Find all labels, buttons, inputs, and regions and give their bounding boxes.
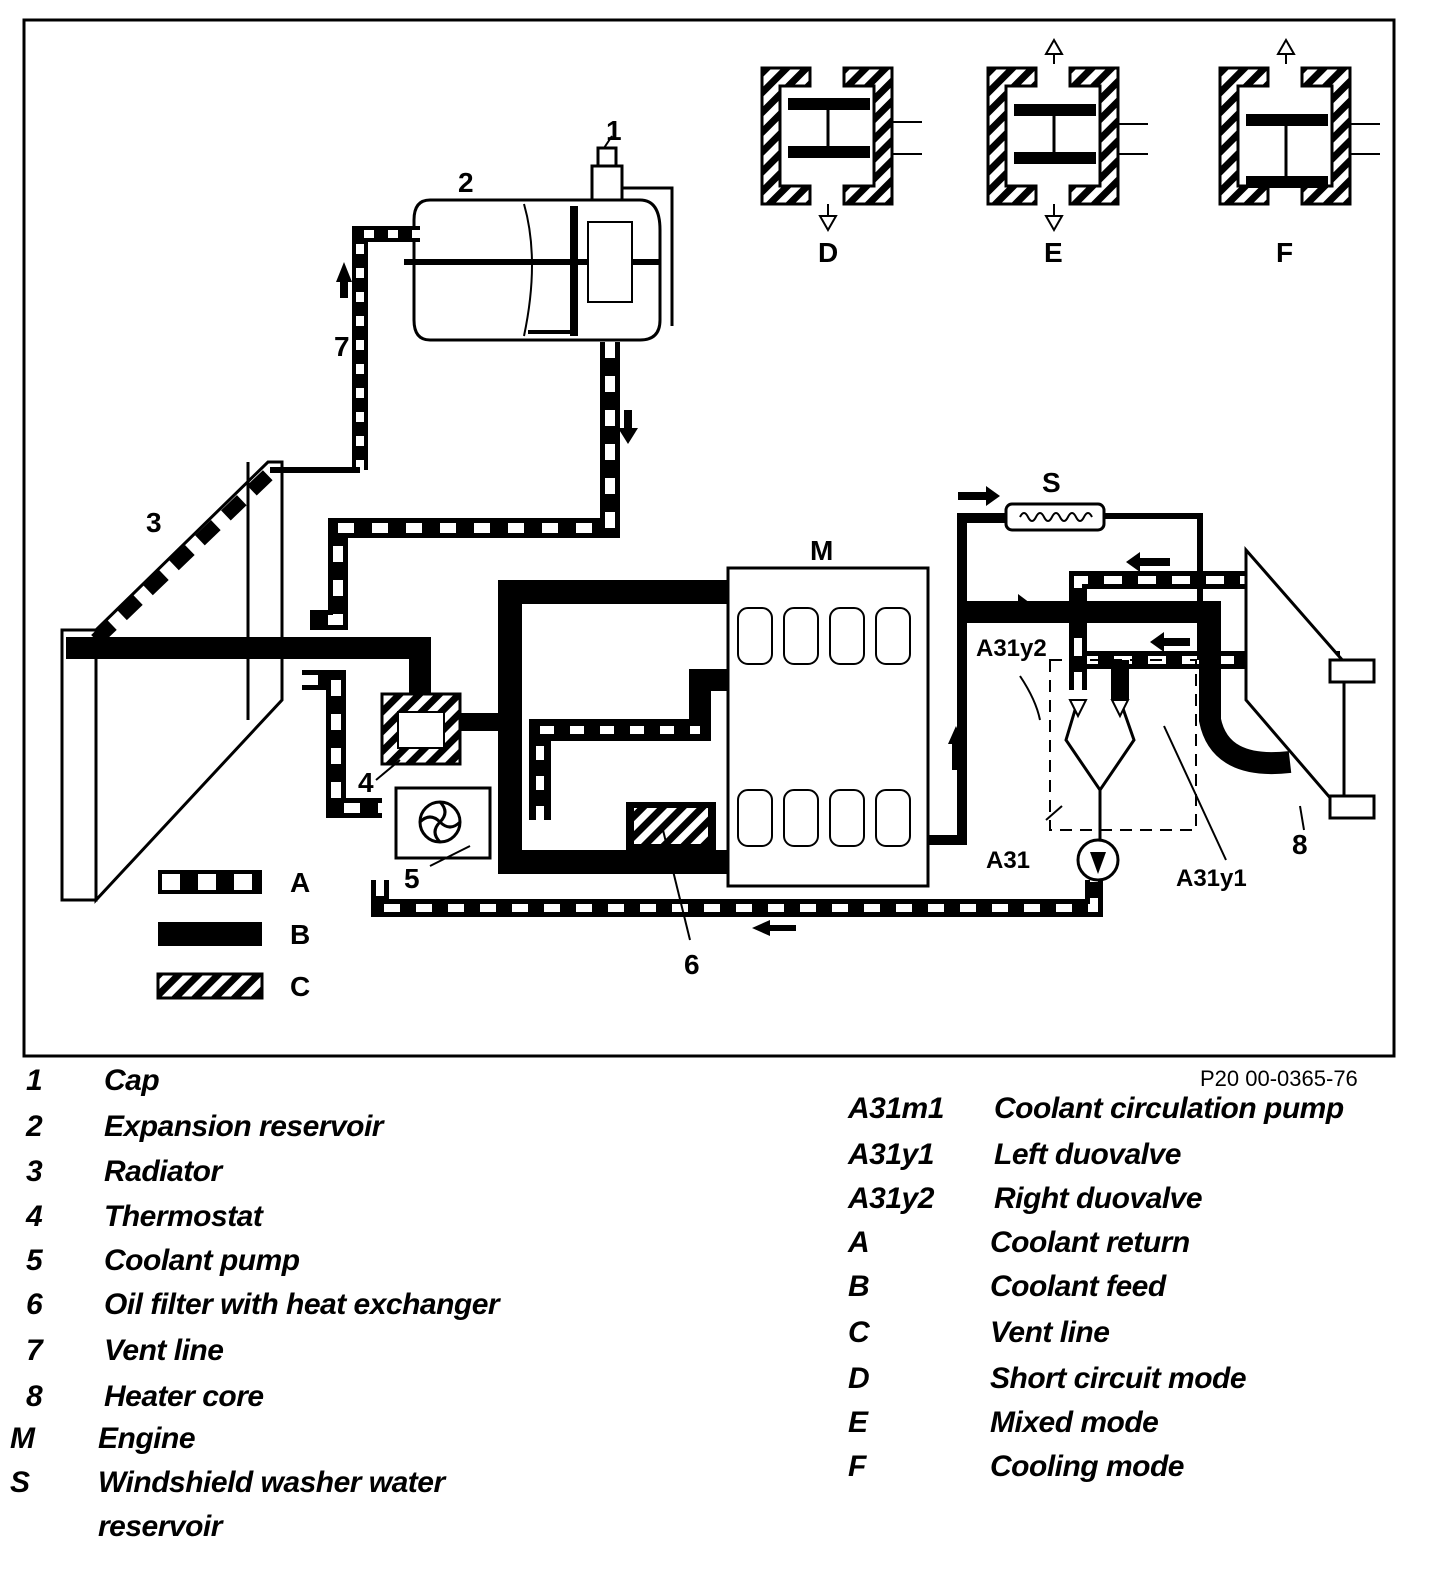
legend-text: Windshield washer water [98,1466,445,1499]
label-a31y2: A31y2 [976,635,1047,662]
leader-lines [375,135,1305,941]
washer-reservoir [1004,502,1106,532]
label-8: 8 [1292,829,1308,860]
label-m: M [810,535,833,566]
legend-text: Cap [104,1064,160,1097]
valve-mode-e-illustration [986,37,1148,233]
label-a31y1: A31y1 [1176,865,1247,892]
legend-text: Coolant circulation pump [994,1092,1344,1125]
legend-key: A31y1 [848,1138,934,1171]
legend-text: Coolant return [990,1226,1190,1259]
flow-arrow-up-icon [336,262,352,298]
coolant-pump [394,786,492,860]
legend-key: E [848,1406,868,1439]
line-type-key [156,870,264,1000]
legend-key: A31y2 [848,1182,934,1215]
legend-key: D [848,1362,870,1395]
oil-filter-heat-exchanger [626,802,716,850]
label-d: D [818,237,838,268]
legend-text: Expansion reservoir [104,1110,383,1143]
label-6: 6 [684,949,700,980]
engine [726,566,930,888]
label-s: S [1042,467,1061,498]
legend-key: 4 [26,1200,43,1233]
flow-arrow-left-icon [752,920,796,936]
legend-key: 3 [26,1155,43,1188]
label-2: 2 [458,167,474,198]
label-f: F [1276,237,1293,268]
legend-text: reservoir [98,1510,222,1543]
thermostat [380,692,462,766]
legend-text: Short circuit mode [990,1362,1247,1395]
legend-key: A [848,1226,870,1259]
expansion-reservoir [404,198,662,342]
legend-left: 1 Cap 2 Expansion reservoir 3 Radiator 4 The… [0,1064,620,1564]
legend-text: Cooling mode [990,1450,1184,1483]
vent-line-7 [352,226,420,470]
label-7: 7 [334,331,350,362]
legend-right: A31m1 Coolant circulation pump A31y1 Left … [840,1092,1440,1512]
valve-mode-f-illustration [1218,37,1380,206]
legend-key: C [848,1316,870,1349]
heater-core [1244,546,1376,820]
flow-arrow-down-icon [618,410,638,444]
legend-key: A31m1 [848,1092,944,1125]
legend-key: 1 [26,1064,43,1097]
label-a31: A31 [986,847,1030,874]
legend-text: Coolant pump [104,1244,300,1277]
legend-key: 6 [26,1288,43,1321]
flow-arrow-right-icon [984,594,1034,618]
legend-key: 8 [26,1380,43,1413]
duovalve-unit [1049,659,1197,840]
legend-key: 7 [26,1334,43,1367]
label-5: 5 [404,863,420,894]
legend-text: Oil filter with heat exchanger [104,1288,500,1321]
cooling-system-diagram: D E F [22,18,1396,1058]
radiator [60,460,284,904]
flow-arrow-right-icon [958,486,1000,506]
legend-key: F [848,1450,866,1483]
flow-arrow-left-icon [1150,632,1190,652]
legend-key: M [10,1422,35,1455]
legend-key: S [10,1466,30,1499]
legend-text: Left duovalve [994,1138,1181,1171]
diagram-frame [22,18,1396,1058]
legend-key: B [848,1270,870,1303]
flow-arrow-left-icon [1126,552,1170,572]
legend-text: Engine [98,1422,196,1455]
legend-text: Heater core [104,1380,264,1413]
legend-key: 2 [26,1110,43,1143]
legend-text: Mixed mode [990,1406,1159,1439]
label-4: 4 [358,767,374,798]
label-e: E [1044,237,1063,268]
circulation-pump-icon [1076,838,1120,882]
legend-text: Vent line [104,1334,224,1367]
label-1: 1 [606,115,622,146]
legend-key: 5 [26,1244,43,1277]
legend-text: Radiator [104,1155,222,1188]
reservoir-cap [590,146,624,202]
legend-text: Vent line [990,1316,1110,1349]
key-label-c: C [290,971,310,1002]
key-label-a: A [290,867,310,898]
flow-arrow-up-icon [948,726,964,770]
legend-text: Thermostat [104,1200,263,1233]
label-3: 3 [146,507,162,538]
legend-text: Coolant feed [990,1270,1166,1303]
valve-mode-d-illustration [760,66,922,233]
figure-id: P20 00-0365-76 [1200,1066,1358,1091]
legend-text: Right duovalve [994,1182,1203,1215]
key-label-b: B [290,919,310,950]
